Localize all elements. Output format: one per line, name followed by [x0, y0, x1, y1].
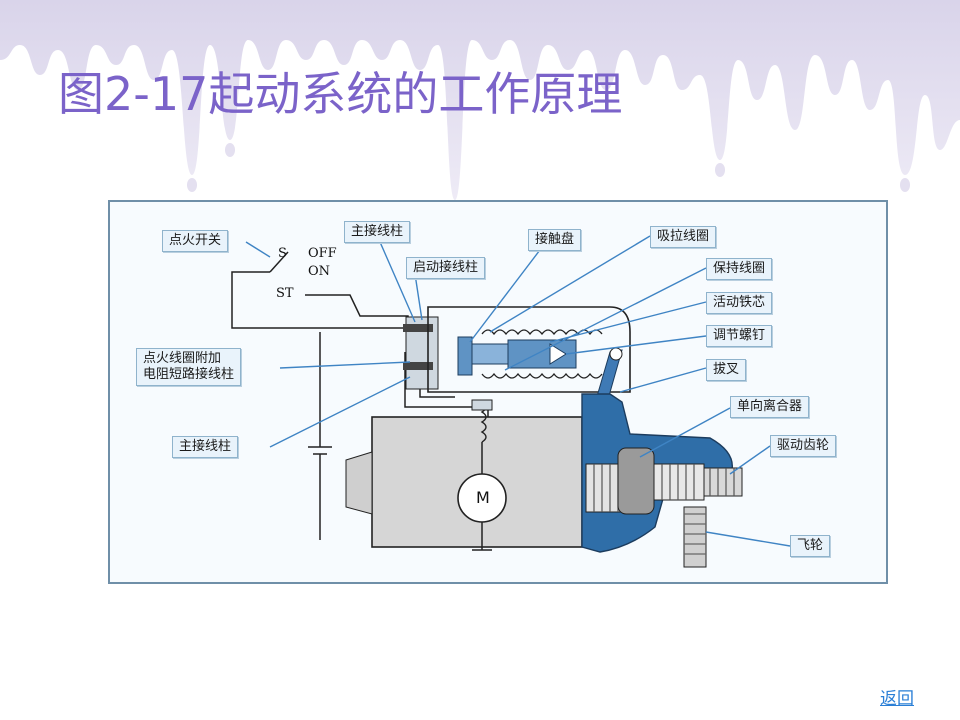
label-ballast-line1: 点火线圈附加 — [143, 351, 222, 366]
label-plunger: 活动铁芯 — [706, 292, 773, 314]
switch-wire — [231, 271, 411, 352]
label-ignition-switch: 点火开关 — [162, 230, 229, 252]
label-main-terminal-top: 主接线柱 — [344, 221, 411, 243]
back-link[interactable]: 返回 — [880, 689, 914, 709]
label-drive-gear: 驱动齿轮 — [770, 435, 837, 457]
label-overrunning-clutch: 单向离合器 — [730, 396, 810, 418]
label-pull-in-coil: 吸拉线圈 — [650, 226, 717, 248]
label-contact-disc: 接触盘 — [528, 229, 582, 251]
switch-blade — [269, 251, 289, 273]
contact-disc-shape — [457, 336, 473, 376]
flywheel-shape — [683, 506, 707, 568]
switch-off-label: OFF — [308, 246, 337, 261]
label-hold-in-coil: 保持线圈 — [706, 258, 773, 280]
label-ballast-terminal: 点火线圈附加 电阻短路接线柱 — [136, 348, 242, 386]
dripping-paint-background — [0, 0, 960, 200]
st-wire — [305, 294, 411, 329]
switch-s-label: S — [278, 246, 287, 261]
label-flywheel: 飞轮 — [790, 535, 831, 557]
label-shift-fork: 拔叉 — [706, 359, 747, 381]
solenoid-housing — [427, 306, 631, 393]
slide-title: 图2-17起动系统的工作原理 — [58, 67, 623, 121]
label-start-terminal: 启动接线柱 — [406, 257, 486, 279]
diagram-drawing — [231, 235, 791, 568]
overrunning-clutch-shape — [617, 447, 655, 515]
motor-m-label: M — [476, 488, 490, 507]
switch-st-label: ST — [276, 286, 294, 301]
label-main-terminal-bottom: 主接线柱 — [172, 436, 239, 458]
switch-on-label: ON — [308, 264, 331, 279]
label-adjust-screw: 调节螺钉 — [706, 325, 773, 347]
label-ballast-line2: 电阻短路接线柱 — [143, 367, 235, 382]
starter-system-diagram: S OFF ON ST M 点火开关 主接线柱 接触盘 吸拉线圈 启动接线柱 保… — [108, 200, 888, 584]
